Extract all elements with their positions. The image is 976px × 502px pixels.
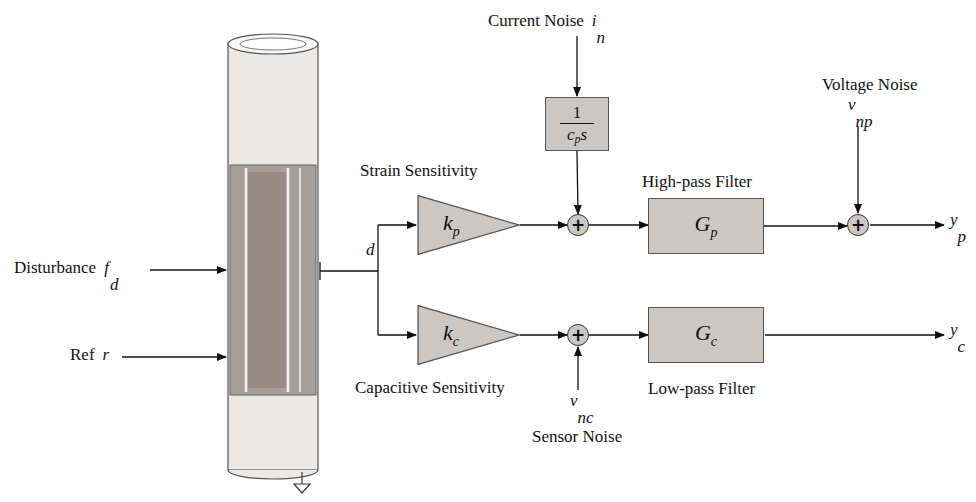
summing-junction: + <box>567 324 589 346</box>
signal-name: Voltage Noise <box>822 76 918 95</box>
signal-connector <box>589 224 648 225</box>
signal-connector <box>520 334 567 335</box>
triangle-outline <box>417 305 520 365</box>
signal-symbol: d <box>366 241 375 260</box>
output-yc-arrow <box>765 334 944 335</box>
numerator: 1 <box>573 104 582 121</box>
symbol: G <box>695 320 711 345</box>
signal-symbol: f <box>104 259 109 278</box>
denominator: cps <box>567 126 587 145</box>
triangle-outline <box>417 195 520 255</box>
subscript: p <box>710 225 717 240</box>
symbol: k <box>443 320 453 345</box>
denominator-text: s <box>580 125 587 144</box>
signal-symbol: i <box>592 12 597 31</box>
output-yp-arrow <box>870 224 944 225</box>
fraction: 1 cps <box>560 104 594 145</box>
signal-name: Ref <box>70 346 95 365</box>
symbol: G <box>695 211 711 236</box>
subscript: p <box>453 224 460 239</box>
signal-symbol: v <box>848 96 856 115</box>
filter-box: Gp <box>648 198 764 254</box>
denominator-text: c <box>567 125 575 144</box>
gain-triangle: kc <box>417 305 520 365</box>
output-symbol: y <box>950 211 958 230</box>
signal-name: Sensor Noise <box>532 428 622 447</box>
gain-triangle: kp <box>417 195 520 255</box>
symbol: k <box>443 210 453 235</box>
signal-subscript: np <box>856 113 873 132</box>
signal-subscript: d <box>110 276 119 295</box>
subscript: c <box>711 334 717 349</box>
signal-connector <box>520 224 567 225</box>
signal-subscript: nc <box>578 409 594 428</box>
piezo-tube <box>228 34 318 479</box>
signal-name: Current Noise <box>488 12 584 31</box>
gain-symbol: Gc <box>695 320 717 350</box>
signal-subscript: n <box>597 29 606 48</box>
block-name: Low-pass Filter <box>648 380 755 399</box>
block-name: Strain Sensitivity <box>360 162 478 181</box>
voltage-noise-arrow <box>857 126 858 213</box>
sum-sign: + <box>851 217 865 234</box>
block-name: High-pass Filter <box>642 173 752 192</box>
signal-connector <box>589 334 648 335</box>
sensor-noise-arrow <box>577 347 578 390</box>
block-name: Capacitive Sensitivity <box>355 379 505 398</box>
displacement-wire <box>320 225 416 335</box>
output-subscript: p <box>958 228 967 247</box>
signal-connector <box>577 151 578 214</box>
numerator-text: 1 <box>573 103 582 122</box>
signal-connector <box>764 225 847 226</box>
output-symbol: y <box>950 321 958 340</box>
fraction-bar <box>560 123 594 124</box>
subscript: p <box>574 132 580 146</box>
sum-sign: + <box>571 327 585 344</box>
disturbance-arrow <box>150 269 226 270</box>
gain-symbol: Gp <box>695 211 718 241</box>
gain-symbol: kp <box>443 210 460 240</box>
gain-symbol: kc <box>443 320 459 350</box>
output-subscript: c <box>958 338 966 357</box>
summing-junction: + <box>847 214 869 236</box>
subscript: c <box>453 334 459 349</box>
filter-box: Gc <box>648 307 764 363</box>
signal-symbol: v <box>570 392 578 411</box>
reference-arrow <box>122 356 226 357</box>
sum-sign: + <box>571 217 585 234</box>
signal-symbol: r <box>103 346 110 365</box>
summing-junction: + <box>567 214 589 236</box>
signal-name: Disturbance <box>14 259 96 278</box>
ground-symbol <box>294 472 310 493</box>
transfer-box: 1 cps <box>545 97 609 151</box>
current-noise-arrow <box>576 36 577 96</box>
